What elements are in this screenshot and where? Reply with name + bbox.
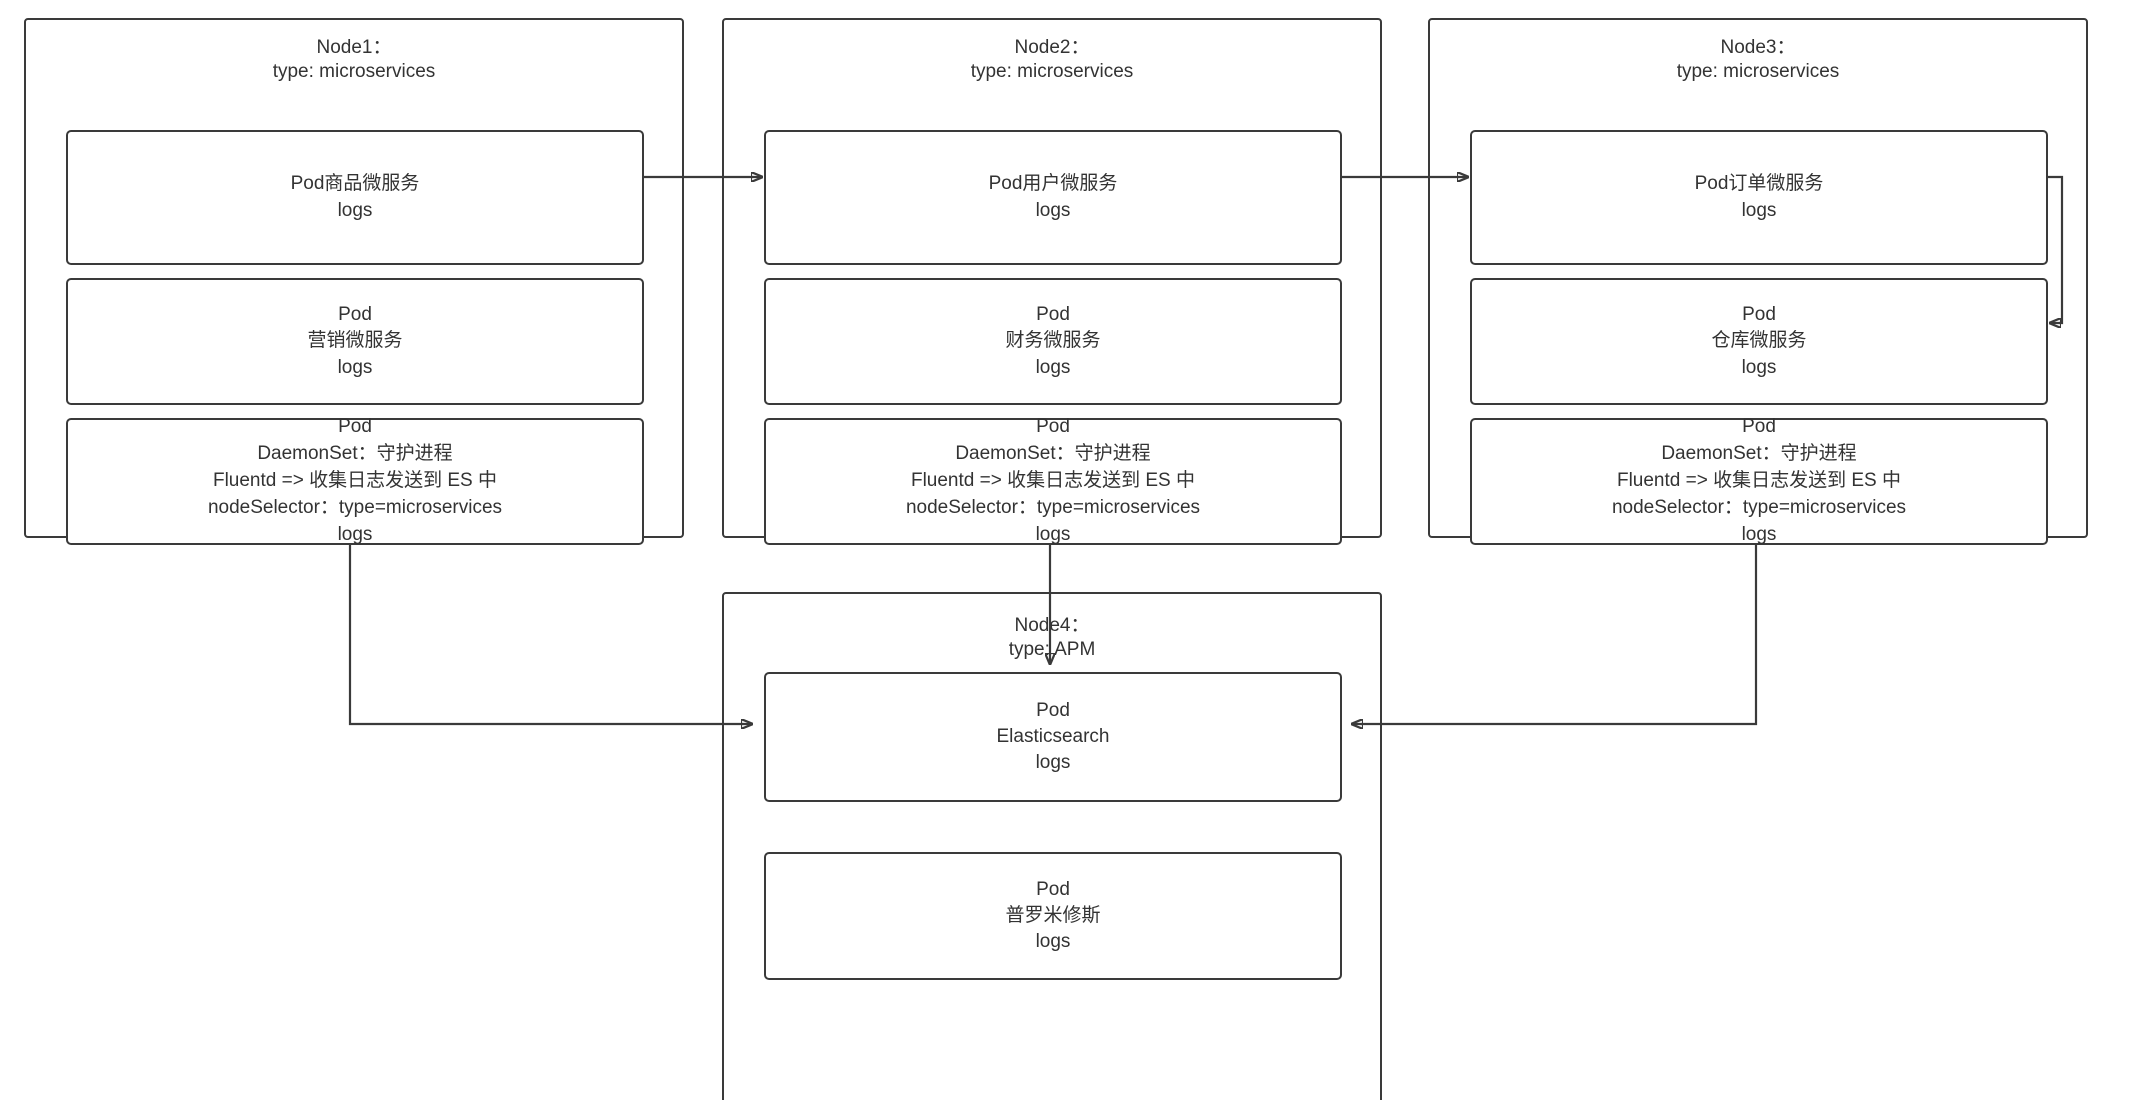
node-container-node3[interactable]: Node3： type: microservices Pod订单微服务 logs… [1428, 18, 2088, 545]
pod-label-node1-pod-daemonset: Pod DaemonSet：守护进程 Fluentd => 收集日志发送到 ES… [207, 416, 503, 545]
pod-node4-pod-prometheus[interactable]: Pod 普罗米修斯 logs [764, 852, 1342, 980]
pod-node2-pod-user[interactable]: Pod用户微服务 logs [764, 130, 1342, 265]
pod-node3-pod-order[interactable]: Pod订单微服务 logs [1470, 130, 2048, 265]
node-container-node1[interactable]: Node1： type: microservices Pod商品微服务 logs… [24, 18, 684, 545]
pod-node2-pod-daemonset[interactable]: Pod DaemonSet：守护进程 Fluentd => 收集日志发送到 ES… [764, 416, 1342, 545]
pod-label-node2-pod-daemonset: Pod DaemonSet：守护进程 Fluentd => 收集日志发送到 ES… [905, 416, 1201, 545]
node-title-node4: Node4： type: APM [1008, 615, 1096, 660]
pod-label-node2-pod-finance: Pod 财务微服务 logs [1005, 304, 1101, 378]
pod-node1-pod-product[interactable]: Pod商品微服务 logs [66, 130, 644, 265]
pod-node4-pod-elasticsearch[interactable]: Pod Elasticsearch logs [764, 672, 1342, 802]
pod-node2-pod-finance[interactable]: Pod 财务微服务 logs [764, 278, 1342, 405]
edge-node1-daemonset-to-elasticsearch [348, 543, 752, 724]
node-title-node1: Node1： type: microservices [272, 37, 436, 82]
pod-label-node2-pod-user: Pod用户微服务 logs [988, 173, 1118, 221]
node-title-node2: Node2： type: microservices [970, 37, 1134, 82]
node-title-node3: Node3： type: microservices [1676, 37, 1840, 82]
node-container-node2[interactable]: Node2： type: microservices Pod用户微服务 logs… [722, 18, 1382, 545]
edge-node3-daemonset-to-elasticsearch [1352, 543, 1758, 724]
pod-label-node4-pod-prometheus: Pod 普罗米修斯 logs [1005, 878, 1101, 953]
pod-label-node3-pod-daemonset: Pod DaemonSet：守护进程 Fluentd => 收集日志发送到 ES… [1611, 416, 1907, 545]
pod-node1-pod-daemonset[interactable]: Pod DaemonSet：守护进程 Fluentd => 收集日志发送到 ES… [66, 416, 644, 545]
pod-label-node4-pod-elasticsearch: Pod Elasticsearch logs [996, 699, 1110, 774]
pod-node3-pod-daemonset[interactable]: Pod DaemonSet：守护进程 Fluentd => 收集日志发送到 ES… [1470, 416, 2048, 545]
pod-label-node3-pod-warehouse: Pod 仓库微服务 logs [1711, 304, 1807, 378]
node-container-node4[interactable]: Node4： type: APM Pod Elasticsearch logs … [722, 592, 1382, 1100]
pod-node3-pod-warehouse[interactable]: Pod 仓库微服务 logs [1470, 278, 2048, 405]
pod-label-node1-pod-marketing: Pod 营销微服务 logs [307, 304, 403, 378]
pod-node1-pod-marketing[interactable]: Pod 营销微服务 logs [66, 278, 644, 405]
pod-label-node3-pod-order: Pod订单微服务 logs [1694, 173, 1824, 221]
pod-label-node1-pod-product: Pod商品微服务 logs [290, 173, 420, 221]
